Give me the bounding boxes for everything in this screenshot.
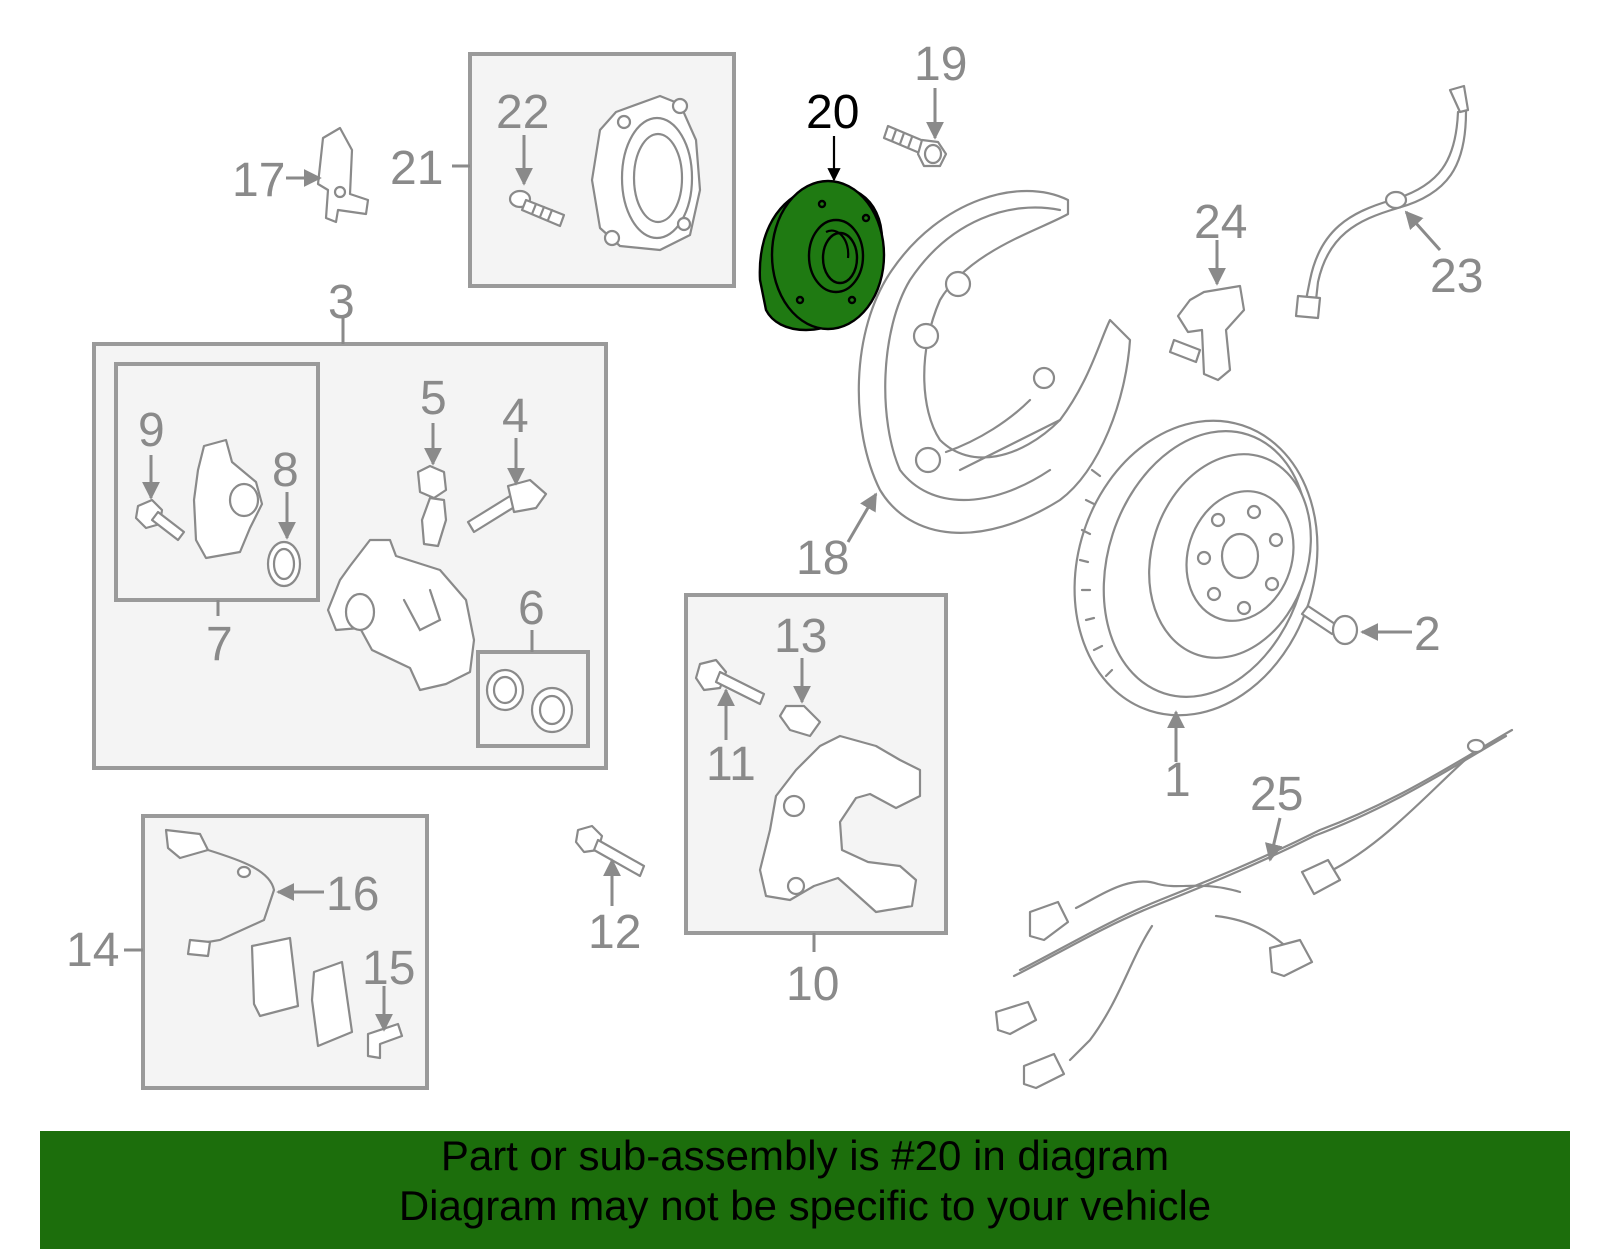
callout-17[interactable]: 17: [232, 154, 285, 207]
info-banner: Part or sub-assembly is #20 in diagram D…: [40, 1131, 1570, 1249]
callout-23[interactable]: 23: [1430, 250, 1483, 303]
wheel-hub-part-20[interactable]: [758, 179, 886, 332]
caliper-bracket-part-10[interactable]: [758, 734, 922, 914]
callout-5[interactable]: 5: [420, 372, 447, 425]
callout-15[interactable]: 15: [362, 942, 415, 995]
screw-part-2[interactable]: [1300, 604, 1359, 646]
bracket-part-17[interactable]: [316, 126, 370, 224]
wear-sensor-part-16[interactable]: [164, 828, 276, 958]
bushing-part-13[interactable]: [778, 704, 822, 738]
callout-6[interactable]: 6: [518, 582, 545, 635]
callout-1[interactable]: 1: [1164, 754, 1191, 807]
brake-rotor-part-1[interactable]: [1037, 389, 1354, 747]
wiring-harness-part-25[interactable]: [994, 728, 1514, 1090]
bolt-part-22[interactable]: [508, 189, 566, 228]
callout-24[interactable]: 24: [1194, 196, 1247, 249]
callout-12[interactable]: 12: [588, 906, 641, 959]
clip-part-15[interactable]: [366, 1022, 404, 1060]
o-ring-inner: [272, 547, 296, 581]
callout-4[interactable]: 4: [502, 390, 529, 443]
bolt-part-19[interactable]: [882, 124, 948, 168]
banner-line-1: Part or sub-assembly is #20 in diagram: [440, 1132, 1170, 1179]
callout-19[interactable]: 19: [914, 38, 967, 91]
bolt-part-4[interactable]: [466, 478, 548, 534]
caliper-housing-part-7[interactable]: [192, 438, 264, 560]
callout-14[interactable]: 14: [66, 924, 119, 977]
callout-21[interactable]: 21: [390, 142, 443, 195]
callout-3[interactable]: 3: [328, 276, 355, 329]
leader-lines: [124, 88, 1442, 1032]
callout-22[interactable]: 22: [496, 86, 549, 139]
banner-line-2: Diagram may not be specific to your vehi…: [398, 1182, 1212, 1229]
bleeder-part-5[interactable]: [416, 464, 448, 548]
brake-hose-part-23[interactable]: [1294, 84, 1470, 320]
bolt-part-9[interactable]: [134, 498, 186, 542]
callout-2[interactable]: 2: [1414, 608, 1441, 661]
callout-16[interactable]: 16: [326, 868, 379, 921]
sensor-part-24[interactable]: [1168, 284, 1246, 382]
callout-9[interactable]: 9: [138, 404, 165, 457]
caliper-body-part-3[interactable]: [326, 538, 476, 692]
callout-20[interactable]: 20: [806, 86, 859, 139]
brake-pad-part-14[interactable]: [250, 936, 354, 1048]
callout-10[interactable]: 10: [786, 958, 839, 1011]
splash-shield-part-18[interactable]: [857, 189, 1132, 534]
callout-25[interactable]: 25: [1250, 768, 1303, 821]
bolt-part-11[interactable]: [694, 658, 766, 706]
wheel-bearing-part[interactable]: [590, 94, 702, 252]
seal-kit-part-6[interactable]: [485, 668, 574, 734]
callout-13[interactable]: 13: [774, 610, 827, 663]
callout-8[interactable]: 8: [272, 444, 299, 497]
callout-7[interactable]: 7: [206, 618, 233, 671]
callout-18[interactable]: 18: [796, 532, 849, 585]
bolt-part-12[interactable]: [574, 824, 646, 878]
callout-11[interactable]: 11: [706, 738, 756, 791]
